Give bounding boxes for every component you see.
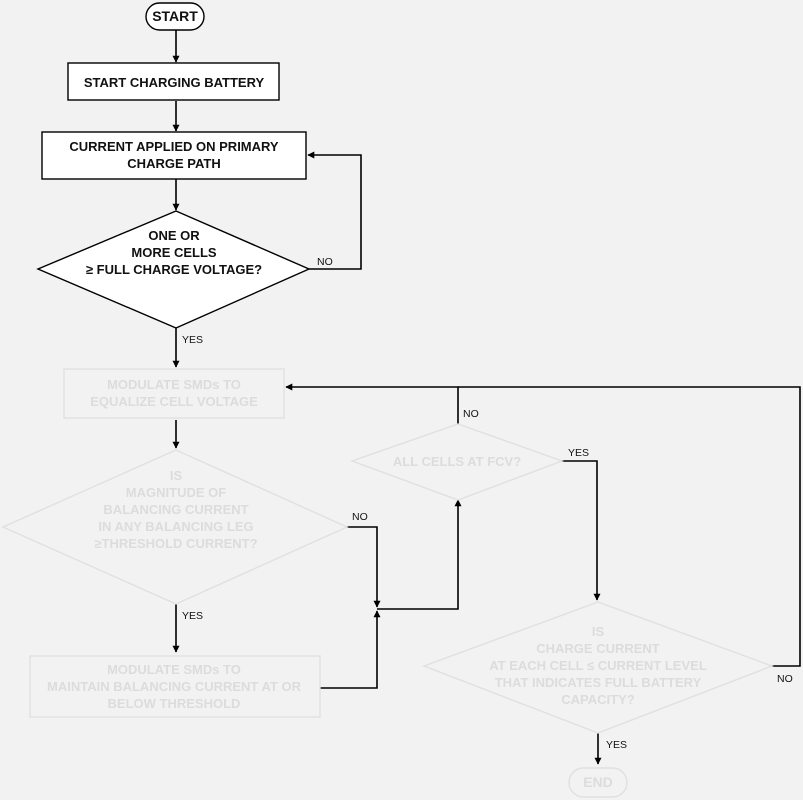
modulate-maintain-line-1: MODULATE SMDs TO — [107, 662, 241, 677]
edge-balancing-no — [347, 526, 381, 608]
modulate-maintain-line-3: BELOW THRESHOLD — [108, 696, 241, 711]
label-cells-full-yes: YES — [182, 334, 203, 346]
cells-full-decision: ONE OR MORE CELLS ≥ FULL CHARGE VOLTAGE? — [36, 210, 311, 329]
label-all-cells-no: NO — [463, 408, 479, 420]
balancing-line-4: IN ANY BALANCING LEG — [98, 519, 253, 534]
charge-current-line-4: THAT INDICATES FULL BATTERY — [495, 675, 702, 690]
label-cells-full-no: NO — [317, 256, 333, 268]
edge-maintain-to-junction — [320, 610, 381, 689]
primary-path-node: CURRENT APPLIED ON PRIMARY CHARGE PATH — [41, 131, 307, 180]
balancing-line-2: MAGNITUDE OF — [126, 485, 226, 500]
balancing-line-1: IS — [170, 468, 183, 483]
end-node: END — [568, 767, 628, 798]
charge-current-line-1: IS — [592, 624, 605, 639]
label-charge-current-no: NO — [777, 673, 793, 685]
connectors — [172, 30, 801, 765]
cells-full-line-2: MORE CELLS — [131, 245, 217, 260]
balancing-line-3: BALANCING CURRENT — [103, 502, 248, 517]
edge-all-cells-yes — [562, 460, 601, 601]
start-terminator — [145, 2, 205, 31]
start-charging-label: START CHARGING BATTERY — [84, 75, 265, 90]
label-charge-current-yes: YES — [606, 739, 627, 751]
balancing-decision: IS MAGNITUDE OF BALANCING CURRENT IN ANY… — [1, 449, 349, 605]
edge-charge-current-no — [458, 386, 801, 667]
modulate-maintain-node: MODULATE SMDs TO MAINTAIN BALANCING CURR… — [29, 655, 321, 718]
edge-cells-full-no-loop — [307, 151, 362, 270]
label-balancing-no: NO — [352, 511, 368, 523]
edge-junction-to-all-cells — [377, 499, 462, 610]
primary-path-box — [41, 131, 307, 180]
balancing-line-5: ≥THRESHOLD CURRENT? — [94, 536, 257, 551]
modulate-maintain-line-2: MAINTAIN BALANCING CURRENT AT OR — [47, 679, 302, 694]
primary-path-line-1: CURRENT APPLIED ON PRIMARY — [69, 139, 279, 154]
charge-current-line-2: CHARGE CURRENT — [536, 641, 660, 656]
modulate-maintain-box — [29, 655, 321, 718]
label-all-cells-yes: YES — [568, 447, 589, 459]
charge-current-line-5: CAPACITY? — [561, 692, 634, 707]
modulate-equalize-line-1: MODULATE SMDs TO — [107, 377, 241, 392]
cells-full-line-3: ≥ FULL CHARGE VOLTAGE? — [86, 262, 262, 277]
start-charging-box — [67, 62, 280, 101]
start-label: START — [152, 8, 198, 24]
start-charging-node: START CHARGING BATTERY — [67, 62, 280, 101]
cells-full-line-1: ONE OR — [148, 228, 200, 243]
charge-current-diamond — [422, 601, 774, 734]
primary-path-line-2: CHARGE PATH — [127, 156, 220, 171]
charge-current-decision: IS CHARGE CURRENT AT EACH CELL ≤ CURRENT… — [422, 601, 774, 734]
start-node: START — [145, 2, 205, 31]
all-cells-diamond — [349, 423, 565, 501]
all-cells-decision: ALL CELLS AT FCV? — [349, 423, 565, 501]
cells-full-diamond — [36, 210, 311, 329]
modulate-equalize-box — [63, 368, 285, 419]
all-cells-line-1: ALL CELLS AT FCV? — [393, 454, 521, 469]
end-label: END — [583, 774, 613, 790]
modulate-equalize-line-2: EQUALIZE CELL VOLTAGE — [90, 394, 258, 409]
end-terminator — [568, 767, 628, 798]
balancing-diamond — [1, 449, 349, 605]
label-balancing-yes: YES — [182, 610, 203, 622]
modulate-equalize-node: MODULATE SMDs TO EQUALIZE CELL VOLTAGE — [63, 368, 285, 419]
charge-current-line-3: AT EACH CELL ≤ CURRENT LEVEL — [489, 658, 707, 673]
edge-labels: NO YES NO YES NO YES NO YES — [182, 256, 793, 751]
edge-all-cells-no — [285, 383, 459, 424]
